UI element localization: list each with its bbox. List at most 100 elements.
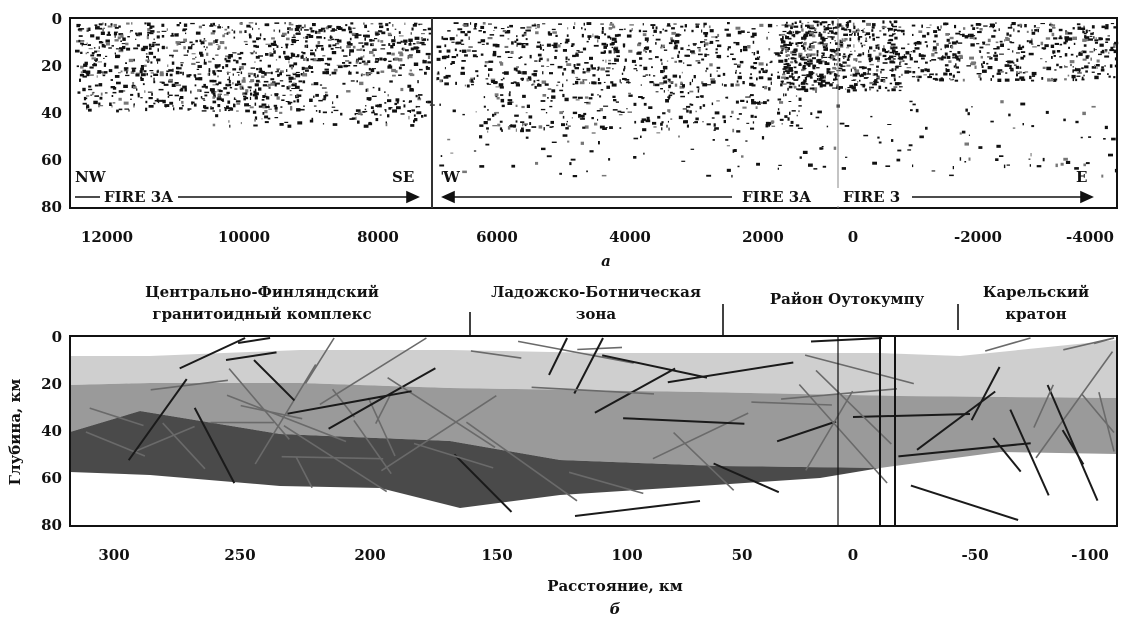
reflection-speck: [855, 72, 860, 75]
reflection-speck: [233, 97, 236, 100]
reflection-speck: [546, 155, 552, 158]
reflection-speck: [917, 41, 922, 45]
reflection-speck: [579, 81, 585, 85]
reflection-speck: [652, 26, 655, 29]
reflection-speck: [455, 81, 457, 85]
reflection-speck: [981, 63, 983, 66]
reflection-speck: [480, 53, 484, 56]
reflection-speck: [534, 85, 537, 89]
reflection-speck: [701, 29, 703, 33]
reflection-speck: [1055, 163, 1058, 168]
reflection-speck: [849, 37, 852, 42]
reflection-speck: [711, 117, 715, 119]
reflection-speck: [533, 80, 536, 83]
reflection-speck: [775, 52, 780, 56]
reflection-speck: [122, 45, 126, 50]
reflector-line: [1063, 337, 1115, 351]
reflection-speck: [162, 45, 165, 50]
reflection-speck: [871, 33, 875, 37]
reflection-speck: [1112, 46, 1116, 48]
reflection-speck: [829, 30, 834, 33]
reflection-speck: [413, 62, 419, 66]
reflection-speck: [645, 74, 649, 76]
reflection-speck: [925, 126, 928, 130]
reflection-speck: [876, 65, 879, 68]
reflection-speck: [846, 47, 850, 49]
reflection-speck: [322, 123, 325, 125]
reflection-speck: [210, 106, 213, 108]
reflection-speck: [717, 33, 720, 37]
reflection-speck: [852, 22, 855, 26]
reflection-speck: [482, 22, 486, 25]
reflection-speck: [618, 114, 623, 116]
reflection-speck: [626, 108, 628, 110]
reflection-speck: [1104, 49, 1108, 51]
reflection-speck: [689, 81, 692, 86]
reflection-speck: [97, 61, 102, 63]
reflection-speck: [895, 65, 899, 69]
reflection-speck: [949, 36, 954, 40]
reflection-speck: [952, 78, 954, 80]
reflection-speck: [270, 94, 273, 96]
reflection-speck: [300, 108, 305, 111]
reflection-speck: [370, 106, 374, 109]
reflection-speck: [904, 70, 910, 74]
reflection-speck: [176, 67, 182, 70]
reflection-speck: [862, 29, 864, 33]
reflection-speck: [817, 110, 822, 114]
reflection-speck: [249, 96, 252, 100]
reflection-speck: [138, 32, 142, 36]
x-axis-title: Расстояние, км: [547, 577, 683, 595]
reflection-speck: [695, 96, 700, 98]
reflection-speck: [333, 68, 338, 72]
reflection-speck: [964, 35, 969, 39]
reflection-speck: [545, 112, 548, 114]
reflection-speck: [571, 117, 573, 119]
reflection-speck: [743, 45, 748, 49]
reflection-speck: [787, 87, 789, 91]
reflection-speck: [1029, 75, 1032, 80]
reflection-speck: [296, 108, 301, 112]
reflection-speck: [907, 149, 912, 151]
reflection-speck: [596, 110, 601, 112]
reflection-speck: [500, 98, 505, 103]
reflection-speck: [891, 139, 894, 142]
reflection-speck: [566, 123, 568, 126]
reflection-speck: [352, 27, 356, 29]
reflection-speck: [816, 61, 819, 63]
reflection-speck: [1094, 39, 1099, 42]
reflection-speck: [706, 174, 712, 177]
reflection-speck: [273, 29, 275, 32]
reflection-speck: [861, 44, 863, 48]
reflection-speck: [300, 28, 302, 31]
reflection-speck: [854, 32, 856, 36]
reflection-speck: [619, 127, 622, 129]
reflection-speck: [516, 35, 518, 38]
reflection-speck: [809, 43, 812, 46]
reflection-speck: [102, 74, 106, 77]
reflection-speck: [857, 32, 859, 36]
zone-label: Центрально-Финляндский: [145, 283, 379, 301]
reflection-speck: [104, 71, 108, 74]
reflection-speck: [296, 93, 298, 97]
reflection-speck: [777, 98, 782, 101]
reflection-speck: [1037, 44, 1040, 47]
reflection-speck: [804, 76, 807, 81]
reflection-speck: [902, 60, 905, 62]
reflection-speck: [952, 74, 955, 78]
zone-label: Район Оутокумпу: [770, 290, 925, 308]
reflection-speck: [695, 25, 699, 28]
reflection-speck: [391, 68, 396, 73]
reflection-speck: [923, 74, 927, 76]
reflection-speck: [238, 68, 241, 71]
reflection-speck: [740, 99, 745, 102]
reflection-speck: [324, 91, 328, 94]
reflection-speck: [143, 70, 147, 73]
reflection-speck: [290, 101, 293, 104]
reflection-speck: [929, 24, 932, 26]
reflection-speck: [316, 45, 318, 49]
reflection-speck: [722, 72, 726, 76]
reflection-speck: [254, 88, 257, 92]
reflection-speck: [972, 27, 976, 30]
reflection-speck: [252, 110, 257, 114]
